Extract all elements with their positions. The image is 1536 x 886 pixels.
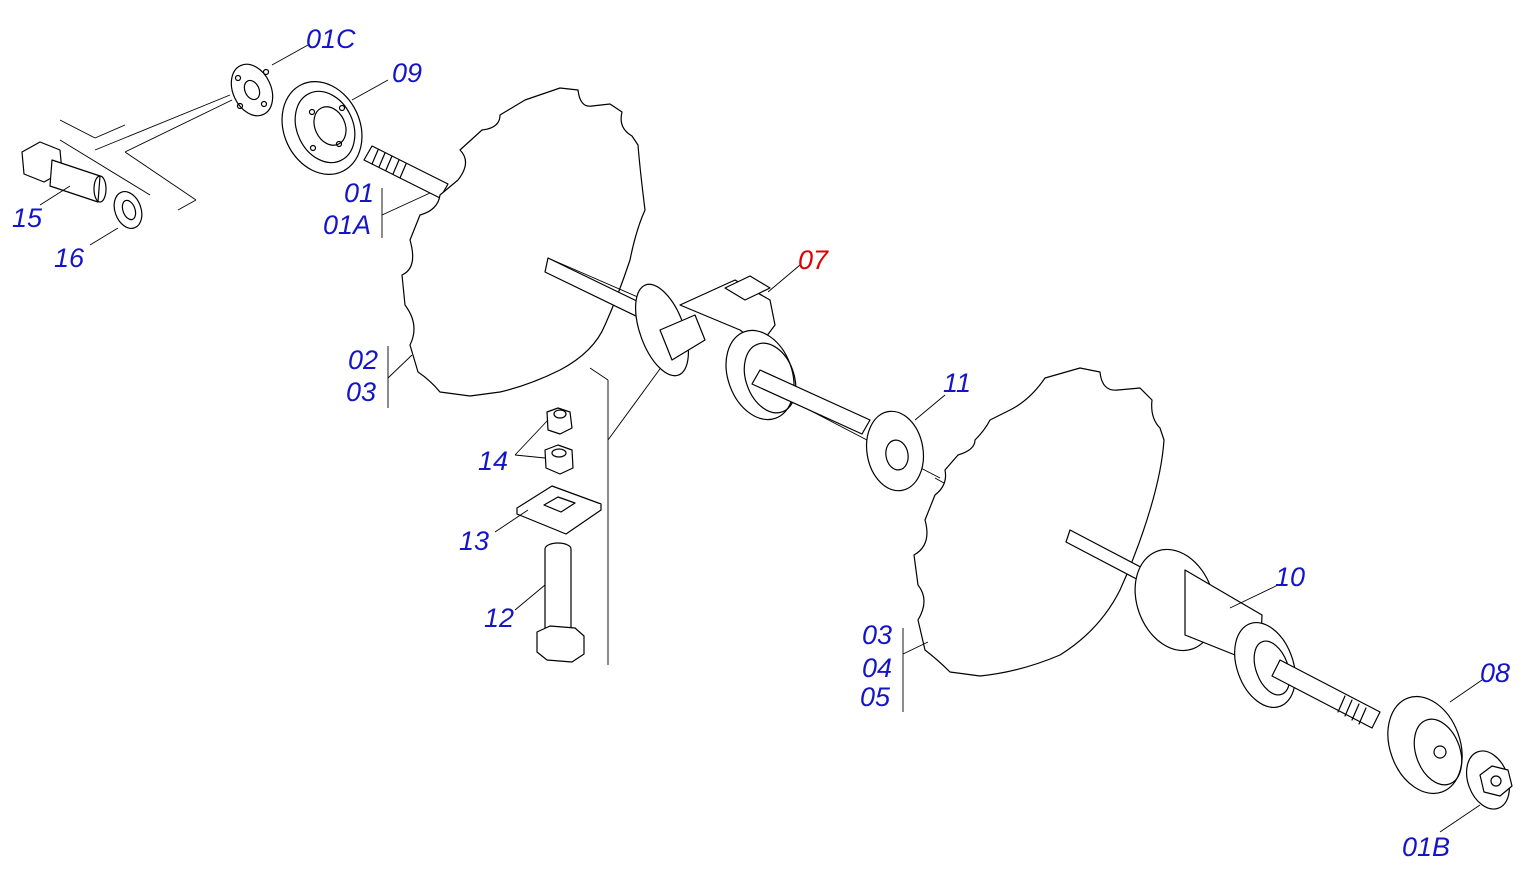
label-10: 10: [1275, 562, 1306, 592]
label-13: 13: [459, 526, 490, 556]
label-02: 02: [348, 345, 379, 375]
label-15: 15: [12, 203, 43, 233]
label-03-upper: 03: [346, 377, 377, 407]
disc-02-03: [401, 87, 646, 397]
washer-16: [113, 191, 143, 229]
label-01c: 01C: [306, 24, 356, 54]
bearing-housing-07: [635, 275, 871, 435]
flange-01c: [94, 63, 274, 153]
shaft-end-01: [363, 145, 449, 199]
label-16: 16: [54, 243, 85, 273]
nuts-14: [544, 407, 574, 475]
label-09: 09: [392, 58, 423, 88]
disc-03-04-05: [913, 367, 1165, 677]
flange-01b: [1465, 750, 1513, 810]
label-11: 11: [943, 368, 972, 398]
square-plate-13: [516, 485, 602, 535]
label-01: 01: [344, 178, 375, 208]
label-03-lower: 03: [862, 620, 893, 650]
label-08: 08: [1480, 658, 1511, 688]
washer-11: [865, 410, 925, 492]
label-05: 05: [860, 682, 891, 712]
label-07: 07: [798, 245, 829, 275]
label-04: 04: [862, 653, 893, 683]
label-12: 12: [484, 603, 515, 633]
bolt-12: [536, 542, 585, 663]
hub-10: [1134, 548, 1381, 729]
label-01a: 01A: [323, 210, 372, 240]
label-14: 14: [478, 446, 509, 476]
label-01b: 01B: [1402, 832, 1451, 862]
leader-lines: [39, 44, 1483, 833]
bolt-15: [21, 141, 107, 203]
cap-08: [1387, 695, 1463, 795]
hub-cap-09: [281, 81, 363, 175]
